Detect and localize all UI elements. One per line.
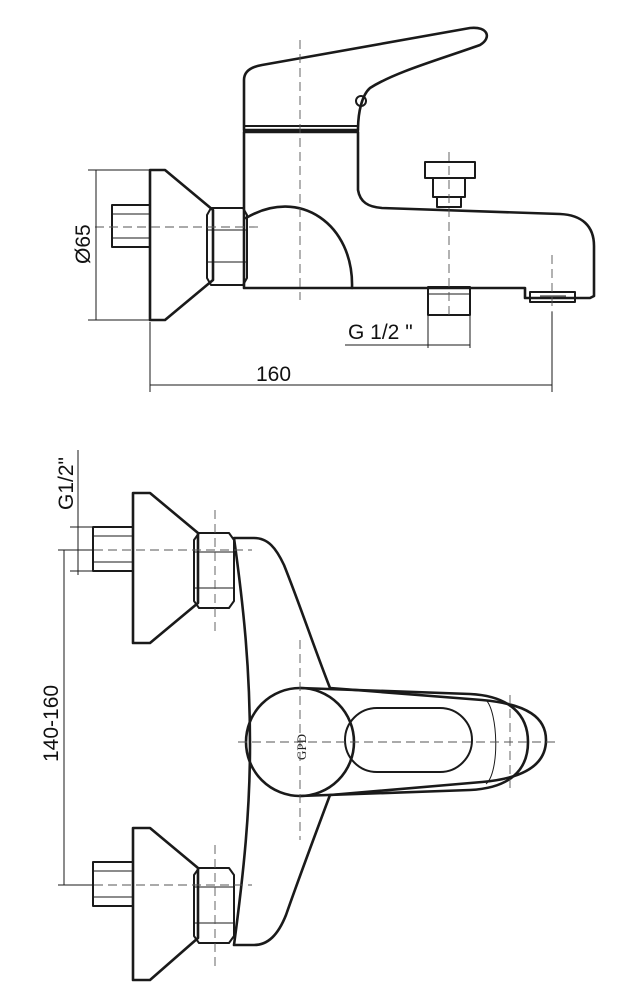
plan-view: GPD G1/2" 140-160 — [40, 450, 560, 982]
dimension-spacing: 140-160 — [40, 549, 93, 886]
dimension-thread-side: G1/2" — [55, 450, 93, 575]
mixer-body — [242, 130, 596, 300]
spout-outlet — [529, 291, 576, 303]
upper-hex-nut — [193, 532, 235, 609]
mixer-body-plan — [232, 536, 548, 947]
lower-wall-flange — [131, 826, 200, 982]
side-elevation-view: Ø65 G 1/2 " 160 — [72, 26, 596, 392]
centerlines — [95, 40, 553, 318]
lever-handle — [242, 26, 489, 132]
dimension-length-label: 160 — [256, 363, 291, 386]
plan-centerlines — [80, 510, 560, 968]
dimension-diameter-label: Ø65 — [72, 224, 95, 264]
upper-wall-flange — [131, 491, 200, 645]
lower-inlet-nipple — [92, 861, 134, 907]
inlet-nipple — [111, 204, 151, 248]
dimension-thread-top: G 1/2 " — [345, 315, 471, 348]
dimension-spacing-label: 140-160 — [40, 685, 63, 762]
dimension-thread-side-label: G1/2" — [55, 457, 78, 510]
dimension-thread-top-label: G 1/2 " — [348, 321, 413, 344]
dimension-length: 160 — [149, 312, 553, 392]
lower-hex-nut — [193, 867, 235, 944]
diverter-knob — [424, 161, 476, 208]
brand-logo: GPD — [294, 734, 309, 760]
dimension-diameter: Ø65 — [72, 169, 150, 321]
upper-inlet-nipple — [92, 526, 134, 572]
wall-flange — [148, 168, 215, 322]
